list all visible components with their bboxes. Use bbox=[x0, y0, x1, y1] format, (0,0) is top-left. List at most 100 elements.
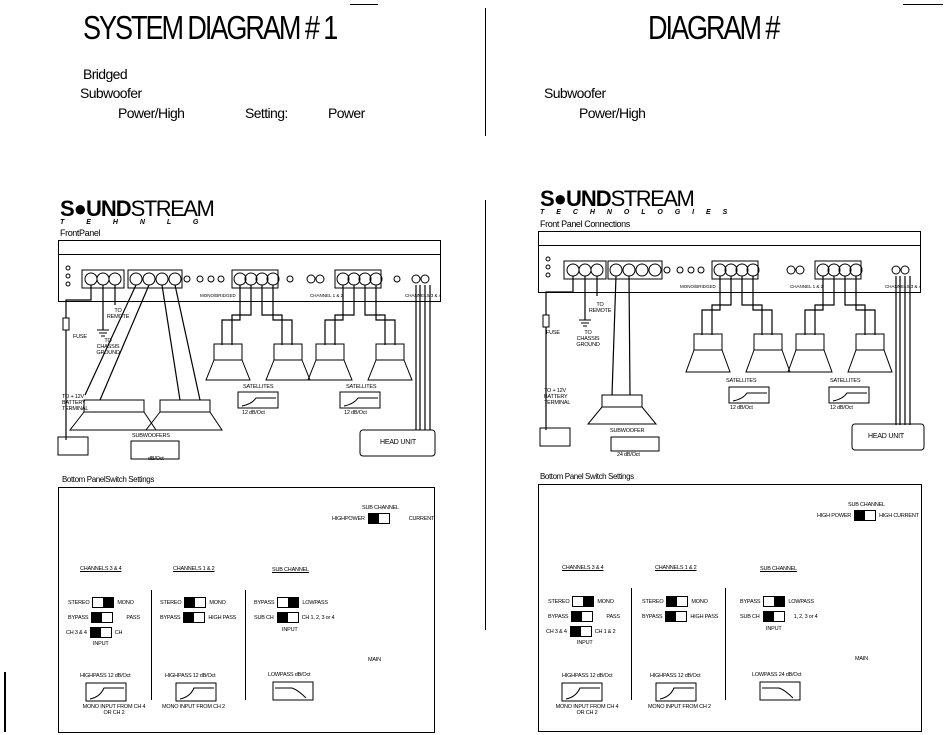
subwoofer-label: SUBWOOFER bbox=[610, 428, 645, 434]
battery-label: TO + 12V BATTERY TERMINAL bbox=[544, 388, 571, 406]
filter-label: HIGHPASS 12 dB/Oct bbox=[562, 673, 613, 679]
satellite-speakers-icon bbox=[205, 343, 413, 381]
stereo-mono-switch[interactable] bbox=[92, 597, 115, 608]
input-switch-row: CH 3 & 4 CH bbox=[66, 627, 122, 638]
satellites-label: SATELLITES bbox=[346, 384, 377, 390]
mono-input-note: MONO INPUT FROM CH 4 OR CH 2 bbox=[555, 704, 619, 716]
sub-ch-switch[interactable] bbox=[276, 612, 299, 623]
logo-thin-text: STREAM bbox=[610, 186, 695, 211]
switch-label: CH 1 & 2 bbox=[594, 628, 616, 635]
input-select-switch[interactable] bbox=[89, 627, 112, 638]
satellites-label: SATELLITES bbox=[830, 378, 861, 384]
switch-label: MONO bbox=[597, 598, 614, 605]
column-divider bbox=[631, 588, 632, 700]
switch-label: CH 3 & 4 bbox=[546, 628, 567, 635]
bypass-lowpass-switch[interactable] bbox=[277, 597, 300, 608]
battery-label: TO + 12V BATTERY TERMINAL bbox=[62, 394, 89, 412]
switch-label: STEREO bbox=[68, 599, 90, 606]
config-line-subwoofer: Subwoofer bbox=[544, 85, 606, 101]
crossover-curve-icon bbox=[610, 386, 870, 452]
panel-bottom-label: CHANNEL 1 & 2 bbox=[790, 284, 824, 289]
amplifier-panel-strip-right bbox=[538, 245, 921, 246]
switch-label: STEREO bbox=[548, 598, 570, 605]
subwoofer-speaker-icon bbox=[586, 394, 658, 425]
switch-label: PASS bbox=[606, 613, 620, 620]
switch-label: CURRENT bbox=[408, 515, 435, 522]
section-header-sub: SUB CHANNEL bbox=[760, 566, 797, 572]
bypass-highpass-switch[interactable] bbox=[665, 611, 688, 622]
config-line-power-high: Power/High bbox=[579, 105, 646, 121]
sub-crossover-label: dB/Oct bbox=[148, 456, 164, 462]
switch-label: HIGHPOWER bbox=[332, 515, 365, 522]
panel-bottom-label: CHANNELS 3 & 4 bbox=[885, 284, 922, 289]
section-header-ch34: CHANNELS 3 & 4 bbox=[562, 565, 604, 571]
remote-label: TO REMOTE bbox=[106, 308, 130, 320]
highpass-curve-icon bbox=[89, 687, 124, 700]
ground-label: TO CHASSIS GROUND bbox=[96, 338, 120, 356]
high-power-switch[interactable] bbox=[367, 513, 390, 524]
panel-bottom-label: MONO/BRIDGED bbox=[680, 284, 716, 289]
section-header-ch34: CHANNELS 3 & 4 bbox=[80, 566, 122, 572]
stereo-mono-switch[interactable] bbox=[184, 597, 207, 608]
bypass-switch-row: BYPASS PASS bbox=[548, 611, 620, 622]
column-divider bbox=[725, 588, 726, 700]
filter-label: LOWPASS 24 dB/Oct bbox=[752, 672, 802, 678]
center-divider-lower bbox=[485, 200, 486, 630]
center-divider bbox=[485, 8, 486, 136]
head-unit-label: HEAD UNIT bbox=[380, 439, 416, 446]
head-unit-box bbox=[851, 423, 925, 451]
switch-label: 1, 2, 3 or 4 bbox=[793, 613, 818, 620]
subwoofer-speakers-icon bbox=[68, 399, 223, 431]
switch-label: BYPASS bbox=[642, 613, 663, 620]
switch-label: STEREO bbox=[160, 599, 182, 606]
lowpass-curve-icon bbox=[275, 687, 307, 699]
switch-label: MONO bbox=[117, 599, 134, 606]
switch-label: CH bbox=[114, 629, 123, 636]
stereo-mono-switch[interactable] bbox=[572, 596, 595, 607]
input-label: INPUT bbox=[766, 626, 782, 632]
input-select-switch[interactable] bbox=[569, 626, 592, 637]
stereo-mono-switch[interactable] bbox=[666, 596, 689, 607]
config-line-setting: Setting: bbox=[245, 105, 288, 121]
ground-icon bbox=[579, 319, 591, 327]
logo-tagline-right: T E C H N O L O G I E S bbox=[540, 209, 733, 216]
front-panel-label-left: FrontPanel bbox=[60, 228, 101, 238]
sub-channel-top-label: SUB CHANNEL bbox=[362, 505, 399, 511]
bypass-switch[interactable] bbox=[571, 611, 594, 622]
logo-thin-text: STREAM bbox=[130, 196, 215, 221]
high-power-switch[interactable] bbox=[854, 510, 877, 521]
crossover-label: 12 dB/Oct bbox=[830, 405, 853, 411]
page-title-right: DIAGRAM # bbox=[648, 9, 780, 46]
sub-channel-top-label: SUB CHANNEL bbox=[848, 502, 885, 508]
ground-label: TO CHASSIS GROUND bbox=[576, 330, 600, 348]
bypass-lowpass-switch-row: BYPASS LOWPASS bbox=[254, 597, 328, 608]
bypass-switch[interactable] bbox=[91, 612, 114, 623]
bypass-switch-row: BYPASS PASS bbox=[68, 612, 140, 623]
bottom-panel-title-right: Bottom Panel Switch Settings bbox=[540, 472, 634, 481]
bypass-lowpass-switch[interactable] bbox=[763, 596, 786, 607]
fuse-icon bbox=[62, 317, 70, 331]
amplifier-panel-strip-left bbox=[58, 254, 441, 255]
column-divider bbox=[151, 590, 152, 700]
ground-icon bbox=[97, 329, 109, 337]
brand-logo-right: S●UNDSTREAM bbox=[540, 186, 695, 212]
sub-ch-switch[interactable] bbox=[762, 611, 785, 622]
switch-label: PASS bbox=[126, 614, 140, 621]
lowpass-curve-icon bbox=[762, 687, 794, 699]
wiring-diagram-right bbox=[539, 256, 925, 452]
head-unit-label: HEAD UNIT bbox=[868, 433, 904, 440]
sub-ch-switch-row: SUB CH CH 1, 2, 3 or 4 bbox=[254, 612, 335, 623]
config-line-subwoofer: Subwoofer bbox=[80, 85, 142, 101]
filter-label: LOWPASS dB/Oct bbox=[268, 672, 311, 678]
fuse-icon bbox=[542, 314, 550, 328]
bypass-highpass-switch[interactable] bbox=[183, 612, 206, 623]
main-label: MAIN bbox=[855, 656, 868, 662]
mono-input-note: MONO INPUT FROM CH 2 bbox=[648, 704, 711, 710]
switch-label: CH 1, 2, 3 or 4 bbox=[301, 614, 335, 621]
page-title-left: SYSTEM DIAGRAM # 1 bbox=[83, 9, 338, 46]
switch-label: SUB CH bbox=[740, 613, 760, 620]
switch-label: BYPASS bbox=[68, 614, 89, 621]
config-line-power-high: Power/High bbox=[118, 105, 185, 121]
filter-label: HIGHPASS 12 dB/Oct bbox=[650, 673, 701, 679]
stereo-mono-switch-row: STEREO MONO bbox=[548, 596, 614, 607]
